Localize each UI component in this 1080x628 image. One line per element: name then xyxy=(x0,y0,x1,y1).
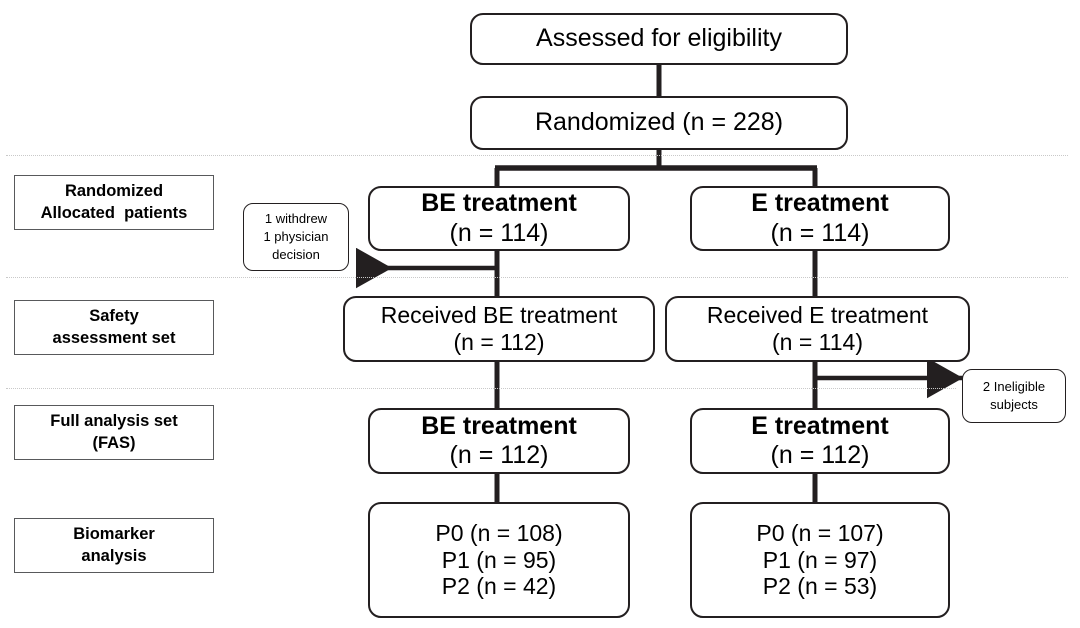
stage-label-line2: analysis xyxy=(81,546,147,565)
stage-divider-2 xyxy=(6,277,1068,278)
callout-line1: 2 Ineligible xyxy=(982,379,1046,395)
callout-line1: 1 withdrew xyxy=(264,211,328,227)
node-line2: P1 (n = 97) xyxy=(762,546,878,573)
stage-label-line1: Safety xyxy=(89,307,139,326)
node-assessed-for-eligibility: Assessed for eligibility xyxy=(470,13,848,65)
node-e-biomarker: P0 (n = 107) P1 (n = 97) P2 (n = 53) xyxy=(690,502,950,618)
callout-line2: 1 physician xyxy=(263,229,329,245)
stage-label-line1: Full analysis set xyxy=(50,412,178,431)
node-be-biomarker: P0 (n = 108) P1 (n = 95) P2 (n = 42) xyxy=(368,502,630,618)
node-line1: P0 (n = 107) xyxy=(756,519,884,546)
node-e-received: Received E treatment (n = 114) xyxy=(665,296,970,362)
stage-label-safety-assessment-set: Safety assessment set xyxy=(14,300,214,355)
node-line1: P0 (n = 108) xyxy=(435,519,563,546)
stage-label-randomized-allocated: Randomized Allocated patients xyxy=(14,175,214,230)
node-line1: BE treatment xyxy=(421,411,577,440)
node-line2: P1 (n = 95) xyxy=(441,546,557,573)
node-line2: (n = 112) xyxy=(449,441,549,469)
node-line1: BE treatment xyxy=(421,189,577,218)
stage-label-biomarker-analysis: Biomarker analysis xyxy=(14,518,214,573)
stage-divider-1 xyxy=(6,155,1068,156)
node-line2: (n = 114) xyxy=(770,218,870,247)
node-be-allocated: BE treatment (n = 114) xyxy=(368,186,630,251)
node-line2: (n = 112) xyxy=(453,329,545,355)
stage-divider-3 xyxy=(6,388,956,389)
callout-e-ineligible: 2 Ineligible subjects xyxy=(962,369,1066,423)
node-line1: Randomized (n = 228) xyxy=(534,108,784,137)
node-line2: (n = 112) xyxy=(770,441,870,469)
node-randomized: Randomized (n = 228) xyxy=(470,96,848,150)
node-e-full-analysis-set: E treatment (n = 112) xyxy=(690,408,950,474)
stage-label-line1: Randomized xyxy=(64,182,164,201)
node-line1: Received BE treatment xyxy=(380,302,618,329)
stage-label-full-analysis-set: Full analysis set (FAS) xyxy=(14,405,214,460)
callout-line3: decision xyxy=(272,246,320,262)
stage-label-line2: assessment set xyxy=(52,328,176,347)
stage-label-line2: (FAS) xyxy=(92,433,136,452)
node-line2: (n = 114) xyxy=(449,218,549,247)
stage-label-line2: Allocated patients xyxy=(40,203,188,222)
node-line3: P2 (n = 53) xyxy=(762,573,878,600)
callout-line2: subjects xyxy=(990,397,1038,412)
stage-label-line1: Biomarker xyxy=(73,525,155,544)
node-line3: P2 (n = 42) xyxy=(441,573,557,600)
node-line1: Received E treatment xyxy=(706,302,929,329)
callout-be-withdrawals: 1 withdrew 1 physician decision xyxy=(243,203,349,271)
node-be-full-analysis-set: BE treatment (n = 112) xyxy=(368,408,630,474)
node-be-received: Received BE treatment (n = 112) xyxy=(343,296,655,362)
node-line1: E treatment xyxy=(751,189,889,218)
node-e-allocated: E treatment (n = 114) xyxy=(690,186,950,251)
node-line1: Assessed for eligibility xyxy=(536,24,782,53)
node-line2: (n = 114) xyxy=(772,329,863,355)
node-line1: E treatment xyxy=(751,411,889,440)
